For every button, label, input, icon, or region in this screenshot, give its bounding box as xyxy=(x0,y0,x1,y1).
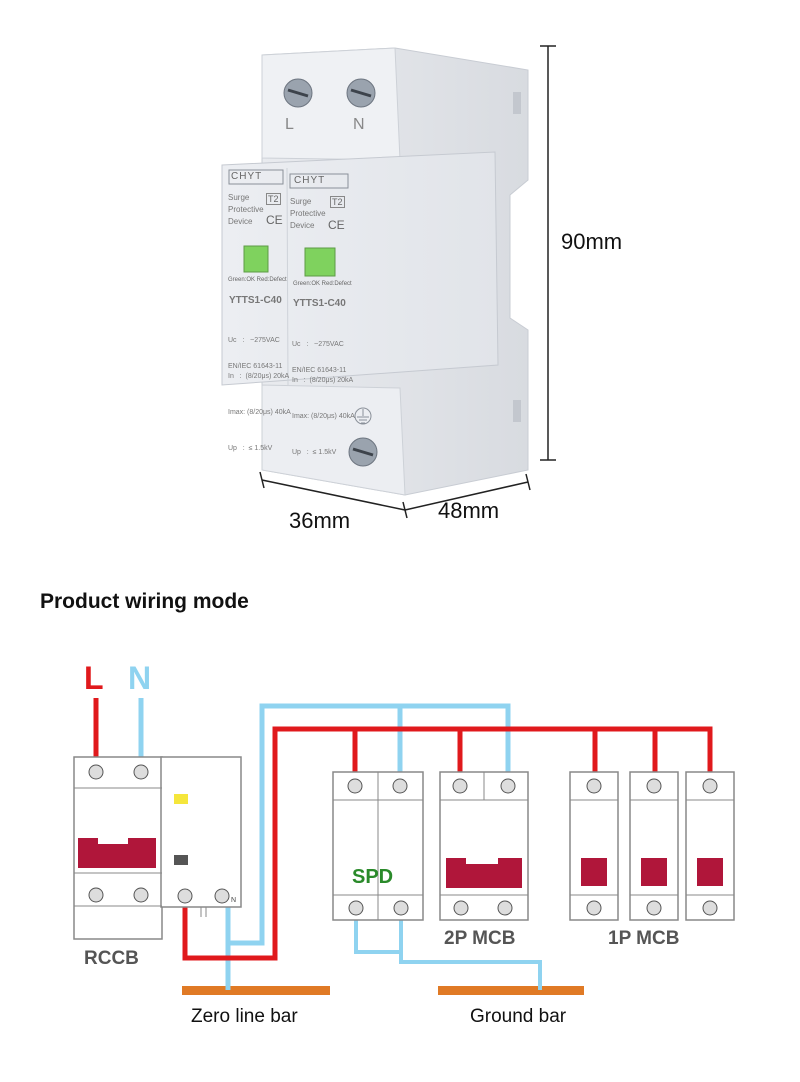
spec-line: Imax: (8/20μs) 40kA xyxy=(292,413,355,420)
rccb-n-mark: N xyxy=(231,897,237,904)
zero-line-bar xyxy=(182,986,330,995)
rccb-test-indicator xyxy=(174,794,188,804)
status-indicator-window xyxy=(304,247,336,277)
status-legend: Green:OK Red:Defect xyxy=(293,281,352,287)
spec-line: Up : ≤ 1.5kV xyxy=(228,445,273,452)
spd-front-module xyxy=(221,151,499,386)
ce-mark: CE xyxy=(328,218,345,232)
mcb-1p xyxy=(685,771,735,921)
ground-symbol-icon xyxy=(354,407,372,425)
terminal-label-l: L xyxy=(285,116,294,133)
spec-line: Imax: (8/20μs) 40kA xyxy=(228,409,291,416)
screw-icon xyxy=(283,78,313,108)
status-legend: Green:OK Red:Defect xyxy=(228,277,287,283)
model-number: YTTS1-C40 xyxy=(293,298,346,309)
device-name-line: Device xyxy=(228,217,253,226)
rccb-device xyxy=(73,756,242,940)
neutral-label: N xyxy=(128,660,152,696)
class-badge: T2 xyxy=(330,196,345,208)
model-number: YTTS1-C40 xyxy=(229,295,282,306)
width-dimension: 36mm xyxy=(289,508,351,533)
side-slot xyxy=(513,400,521,422)
spec-line: Uc : ~275VAC xyxy=(228,337,280,344)
mcb-1p-label: 1P MCB xyxy=(608,928,680,949)
mcb-2p-label: 2P MCB xyxy=(444,928,516,949)
terminal-label-n: N xyxy=(353,116,365,133)
zero-line-bar-label: Zero line bar xyxy=(191,1006,298,1027)
side-slot xyxy=(513,92,521,114)
brand-box xyxy=(228,169,284,185)
product-illustration xyxy=(221,45,556,519)
upper-terminal-block xyxy=(261,47,401,161)
wiring-title: Product wiring mode xyxy=(40,590,249,613)
class-badge: T2 xyxy=(266,193,281,205)
rccb-label: RCCB xyxy=(84,948,139,969)
pole-divider xyxy=(286,167,289,387)
ground-bar xyxy=(438,986,584,995)
brand-logo: CHYT xyxy=(231,171,263,182)
device-name-line: Protective xyxy=(290,209,326,218)
spec-line: Up : ≤ 1.5kV xyxy=(292,449,337,456)
device-name-text: Surge Protective Device xyxy=(290,196,326,232)
ground-bar-label: Ground bar xyxy=(470,1006,567,1027)
live-label: L xyxy=(84,660,104,696)
height-dimension: 90mm xyxy=(561,229,623,254)
screw-icon xyxy=(348,437,378,467)
spd-module xyxy=(332,771,424,921)
standard-text: EN/IEC 61643-11 xyxy=(292,367,347,374)
lower-terminal-block xyxy=(261,384,406,496)
wiring-diagram xyxy=(73,698,735,995)
status-indicator-window xyxy=(243,245,269,273)
spec-line: In : (8/20μs) 20kA xyxy=(228,373,290,380)
brand-box xyxy=(289,173,349,189)
spec-line: Uc : ~275VAC xyxy=(292,341,344,348)
device-name-line: Surge xyxy=(290,197,312,206)
standard-text: EN/IEC 61643-11 xyxy=(228,363,283,370)
dimension-lines xyxy=(259,45,556,519)
spd-earth-wires xyxy=(354,910,542,990)
spec-block: Uc : ~275VAC In : (8/20μs) 20kA Imax: (8… xyxy=(292,315,355,483)
device-name-line: Protective xyxy=(228,205,264,214)
mcb-1p xyxy=(569,771,619,921)
mcb-1p xyxy=(629,771,679,921)
ce-mark: CE xyxy=(266,213,283,227)
device-name-text: Surge Protective Device xyxy=(228,192,264,228)
spec-block: Uc : ~275VAC In : (8/20μs) 20kA Imax: (8… xyxy=(228,311,291,479)
device-name-line: Surge xyxy=(228,193,250,202)
spec-line: In : (8/20μs) 20kA xyxy=(292,377,354,384)
rccb-test-button xyxy=(174,855,188,865)
device-name-line: Device xyxy=(290,221,315,230)
spd-label: SPD xyxy=(352,866,394,888)
mcb-2p xyxy=(439,771,529,921)
screw-icon xyxy=(346,78,376,108)
depth-dimension: 48mm xyxy=(438,498,500,523)
brand-logo: CHYT xyxy=(294,175,326,186)
